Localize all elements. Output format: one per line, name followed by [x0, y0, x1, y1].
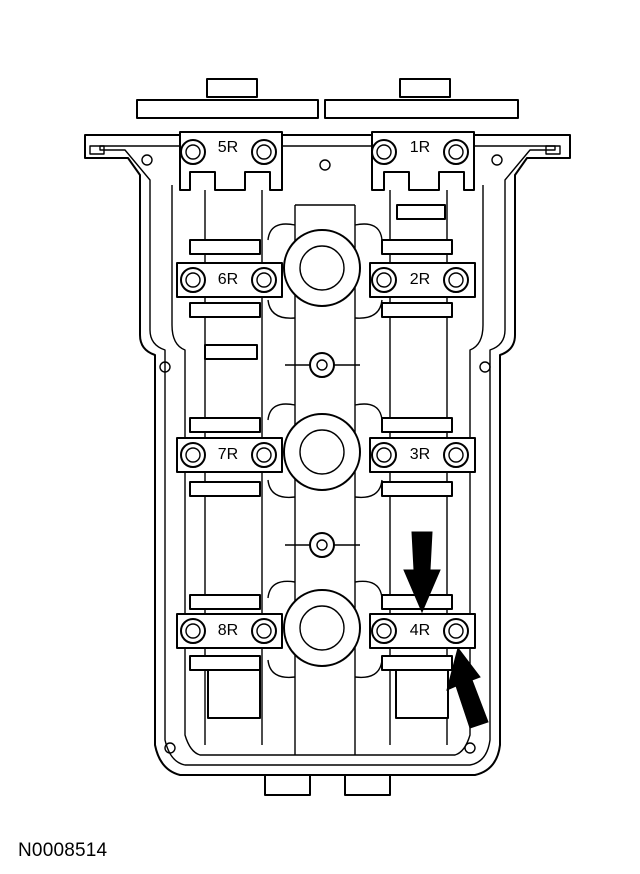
spark-plug-bore [283, 589, 361, 667]
left-sprocket-plate [136, 99, 319, 119]
mounting-hole [164, 742, 176, 754]
left-camshaft-journal [204, 344, 258, 360]
bearing-caps: 5R 1R 6R 2R 7R 3R 8R 4R [176, 131, 476, 649]
bolt-head [251, 139, 277, 165]
right-cam-lobe [381, 302, 453, 318]
bolt-head [371, 139, 397, 165]
cap-label-4r: 4R [410, 622, 430, 639]
mounting-hole [319, 159, 331, 171]
right-cam-lobe [381, 239, 453, 255]
head-outline [84, 134, 571, 796]
left-cam-lobe [189, 594, 261, 610]
left-ear-slot [89, 145, 105, 155]
bolt-head [371, 442, 397, 468]
cap-label-7r: 7R [218, 446, 238, 463]
bolt-head [443, 618, 469, 644]
sprocket-plates [136, 78, 519, 119]
right-ear-slot [545, 145, 561, 155]
bolt-head [180, 442, 206, 468]
mounting-hole [141, 154, 153, 166]
right-cam-lobe [381, 417, 453, 433]
right-sprocket-hub [399, 78, 451, 98]
bolt-head [443, 442, 469, 468]
mounting-hole [491, 154, 503, 166]
right-cam-lobe [381, 655, 453, 671]
spark-plug-bore-inner [299, 429, 345, 475]
mounting-hole [464, 742, 476, 754]
head-outer-contour [84, 134, 571, 776]
cap-label-5r: 5R [218, 139, 238, 156]
left-cam-lobe [189, 302, 261, 318]
spark-plug-bore [283, 413, 361, 491]
head-chamber-contour [171, 185, 484, 756]
oil-gallery-port [309, 352, 335, 378]
oil-gallery-port-inner [316, 539, 328, 551]
bolt-head [371, 267, 397, 293]
mounting-hole [159, 361, 171, 373]
figure-id: N0008514 [18, 840, 108, 861]
right-cam-lobe [381, 481, 453, 497]
head-inner-contour [99, 145, 556, 766]
bolt-head [443, 139, 469, 165]
cap-label-3r: 3R [410, 446, 430, 463]
right-camshaft-journal [396, 204, 446, 220]
left-cam-lobe [189, 655, 261, 671]
bolt-head [443, 267, 469, 293]
left-sprocket-hub [206, 78, 258, 98]
cap-label-6r: 6R [218, 271, 238, 288]
indicator-arrows [403, 531, 489, 729]
spark-plug-bore [283, 229, 361, 307]
bottom-tab-right [344, 774, 391, 796]
left-camshaft [189, 190, 263, 745]
mounting-hole [479, 361, 491, 373]
bore-lobes [267, 223, 383, 679]
cap-bolts [180, 139, 469, 644]
bolt-head [180, 139, 206, 165]
bolt-head [251, 442, 277, 468]
arrow-up-icon [446, 646, 489, 729]
bolt-head [251, 267, 277, 293]
oil-gallery-lines [285, 364, 360, 546]
arrow-down-icon [403, 531, 441, 614]
oil-gallery-port [309, 532, 335, 558]
left-cam-lobe [189, 417, 261, 433]
left-cam-lobe [189, 481, 261, 497]
center-valley [267, 204, 383, 755]
bolt-head [180, 267, 206, 293]
mounting-holes [141, 154, 503, 754]
bolt-head [371, 618, 397, 644]
oil-gallery-port-inner [316, 359, 328, 371]
spark-plug-bore-inner [299, 245, 345, 291]
left-cam-lobe [189, 239, 261, 255]
bottom-tab-left [264, 774, 311, 796]
cap-label-1r: 1R [410, 139, 430, 156]
bolt-head [180, 618, 206, 644]
spark-plug-bore-inner [299, 605, 345, 651]
cap-label-2r: 2R [410, 271, 430, 288]
cap-label-8r: 8R [218, 622, 238, 639]
bolt-head [251, 618, 277, 644]
right-sprocket-plate [324, 99, 519, 119]
